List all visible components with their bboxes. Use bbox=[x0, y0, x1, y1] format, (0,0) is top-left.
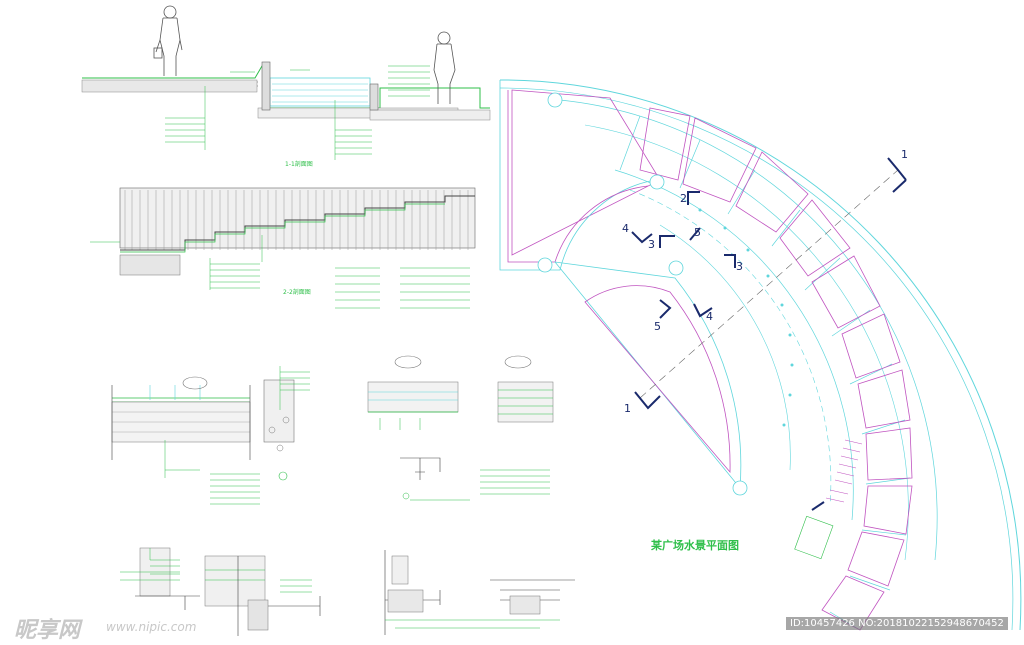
section-marker-1-bottom: 1 bbox=[624, 391, 661, 415]
section-marker-1-top: 1 bbox=[887, 148, 908, 193]
watermark-id: ID:10457426 NO:20181022152948670452 bbox=[786, 617, 1008, 630]
detail-b-drawing bbox=[367, 355, 554, 501]
svg-text:4: 4 bbox=[706, 310, 713, 323]
section-2-2-drawing: 2-2剖面图 bbox=[90, 187, 476, 309]
section-1-1-drawing: 1-1剖面图 bbox=[81, 5, 491, 168]
watermark-url: www.nipic.com bbox=[106, 620, 197, 634]
notes-block bbox=[335, 267, 470, 309]
section-marker-3: 3 3 bbox=[648, 235, 743, 273]
svg-text:4: 4 bbox=[622, 222, 629, 235]
section-marker-4: 4 4 bbox=[622, 222, 713, 323]
detail-e-drawing bbox=[384, 550, 575, 635]
svg-text:3: 3 bbox=[736, 260, 743, 273]
svg-text:5: 5 bbox=[694, 226, 701, 239]
section-marker-5: 5 5 bbox=[654, 226, 701, 333]
svg-text:5: 5 bbox=[654, 320, 661, 333]
section-2-2-label: 2-2剖面图 bbox=[283, 288, 311, 296]
human-figure-right bbox=[433, 31, 456, 104]
detail-a-drawing bbox=[111, 366, 310, 505]
svg-text:2: 2 bbox=[680, 192, 687, 205]
detail-d-drawing bbox=[204, 555, 321, 636]
section-marker-2-bottom bbox=[811, 501, 825, 511]
plan-title: 某广场水景平面图 bbox=[651, 539, 739, 552]
section-1-1-label: 1-1剖面图 bbox=[285, 160, 313, 168]
detail-c-drawing bbox=[120, 547, 200, 610]
svg-text:1: 1 bbox=[624, 402, 631, 415]
svg-text:1: 1 bbox=[901, 148, 908, 161]
watermark-logo: 昵享网 bbox=[14, 618, 81, 643]
svg-text:3: 3 bbox=[648, 238, 655, 251]
section-marker-2: 2 bbox=[680, 191, 700, 205]
human-figure-left bbox=[153, 5, 183, 76]
plan-view: 1 1 2 3 3 4 4 5 5 bbox=[499, 79, 1022, 631]
